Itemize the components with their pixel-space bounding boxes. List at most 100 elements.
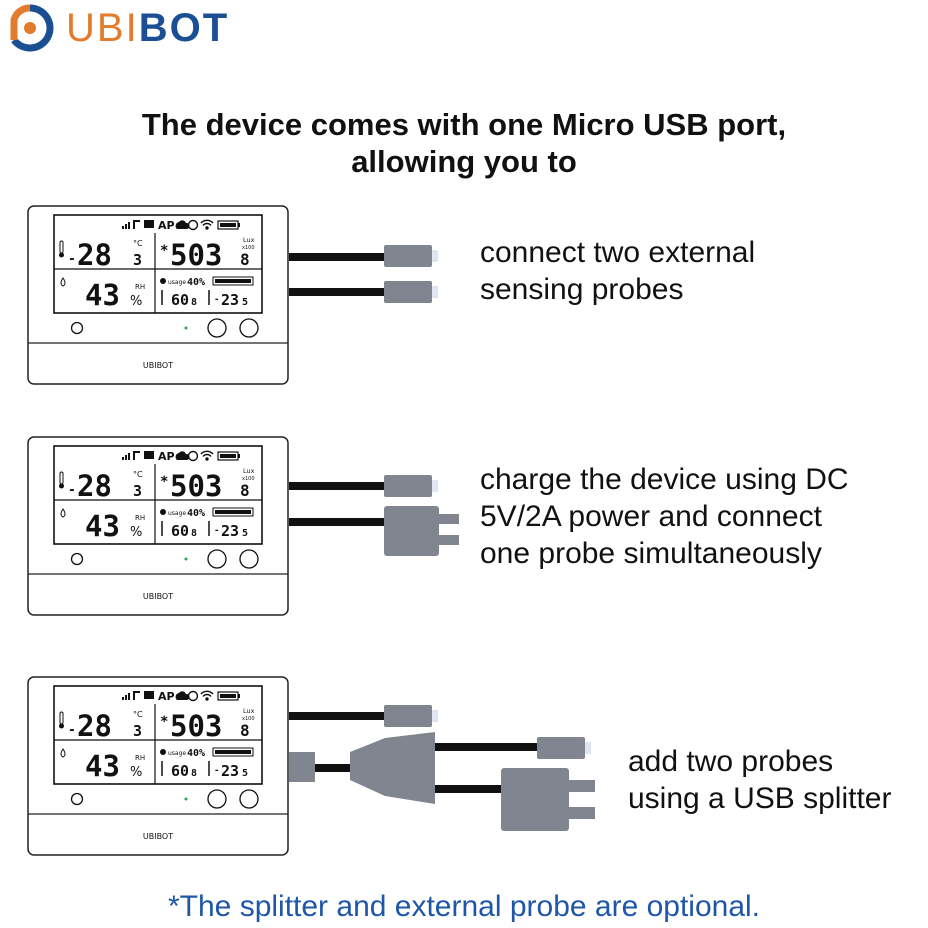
device-brand-label: UBIBOT [143, 832, 173, 841]
light-value: 503 [170, 709, 222, 743]
temp-sign: - [68, 723, 76, 738]
status-ap: AP [158, 450, 175, 463]
ubibot-device: AP - 28 °C 3 * 503 Lux x100 8 43 RH % [27, 676, 289, 856]
adapter-prong [439, 535, 459, 545]
function-button-1[interactable] [207, 549, 227, 569]
ext1-value: 60 [171, 291, 189, 309]
humidity-unit: % [130, 765, 142, 780]
cable-diagram [289, 705, 595, 831]
temp-sign: - [68, 483, 76, 498]
usage-bar [212, 507, 254, 517]
adapter-prong [439, 514, 459, 524]
headline-line-2: allowing you to [351, 144, 577, 179]
light-unit: Lux [243, 467, 255, 475]
ubibot-device: AP - 28 °C 3 * 503 Lux x100 8 43 RH % [27, 205, 289, 385]
device-brand-label: UBIBOT [143, 592, 173, 601]
humidity-value: 43 [85, 509, 120, 543]
ubibot-device: AP - 28 °C 3 * 503 Lux x100 8 43 RH % [27, 436, 289, 616]
power-button[interactable] [70, 321, 84, 335]
usage-label: usage [168, 510, 186, 517]
ext1-value: 60 [171, 522, 189, 540]
function-button-2[interactable] [239, 549, 259, 569]
ext1-decimal: 8 [191, 297, 197, 308]
cable [289, 518, 385, 526]
cable [315, 764, 350, 772]
power-button[interactable] [70, 552, 84, 566]
probe-tip [432, 710, 438, 722]
ext2-decimal: 5 [242, 768, 248, 779]
status-led [184, 557, 188, 561]
light-marker: * [160, 714, 168, 730]
humidity-drop-icon [60, 277, 66, 287]
caption-scene-1: connect two external sensing probes [480, 234, 755, 308]
function-button-1[interactable] [207, 318, 227, 338]
usage-label: usage [168, 279, 186, 286]
function-button-1[interactable] [207, 789, 227, 809]
usage-label: usage [168, 750, 186, 757]
wifi-icon [200, 690, 214, 701]
wifi-icon [200, 450, 214, 461]
humidity-value: 43 [85, 749, 120, 783]
lcd-screen [53, 214, 263, 314]
display-icon [144, 451, 154, 459]
clock-icon [160, 749, 166, 755]
battery-icon [217, 691, 240, 701]
humidity-unit: % [130, 294, 142, 309]
cable [435, 743, 538, 751]
temp-unit: °C [133, 710, 143, 719]
probe-block-prong [569, 807, 595, 819]
ext1-value: 60 [171, 762, 189, 780]
light-value: 503 [170, 238, 222, 272]
cable [435, 785, 503, 793]
ext2-value: 23 [221, 762, 239, 780]
caption-line: 5V/2A power and connect [480, 500, 822, 533]
temp-decimal: 3 [133, 722, 142, 740]
probe-connector [537, 737, 585, 759]
thermometer-icon [59, 711, 64, 729]
footnote: *The splitter and external probe are opt… [167, 890, 761, 923]
probe-tip [432, 286, 438, 298]
usage-value: 40% [187, 277, 205, 288]
status-ap: AP [158, 219, 175, 232]
display-icon [144, 691, 154, 699]
power-adapter-icon [384, 506, 439, 556]
probe-block-prong [569, 780, 595, 792]
caption-line: one probe simultaneously [480, 537, 822, 570]
scene-two-probes: AP - 28 °C 3 * 503 Lux x100 8 43 RH % [0, 205, 928, 385]
probe-tip [432, 480, 438, 492]
function-button-2[interactable] [239, 789, 259, 809]
caption-line: connect two external [480, 236, 756, 269]
light-multiplier: x100 [242, 245, 255, 251]
ubibot-logo-icon [10, 4, 54, 52]
cable [289, 288, 385, 296]
logo-text-bot: BOT [138, 6, 230, 50]
probe-connector [384, 281, 432, 303]
temp-decimal: 3 [133, 482, 142, 500]
probe-tip [585, 742, 591, 754]
temp-unit: °C [133, 470, 143, 479]
status-led [184, 797, 188, 801]
power-button[interactable] [70, 792, 84, 806]
ext1-decimal: 8 [191, 528, 197, 539]
sd-card-icon [133, 220, 140, 229]
wifi-icon [200, 219, 214, 230]
caption-scene-2: charge the device using DC 5V/2A power a… [480, 461, 849, 572]
ext2-value: 23 [221, 522, 239, 540]
humidity-label: RH [135, 754, 145, 762]
logo-wordmark: UBIBOT [66, 6, 229, 50]
usage-bar [212, 276, 254, 286]
light-decimal: 8 [240, 481, 250, 500]
thermometer-icon [59, 471, 64, 489]
temp-decimal: 3 [133, 251, 142, 269]
light-multiplier: x100 [242, 716, 255, 722]
status-ap: AP [158, 690, 175, 703]
signal-icon [122, 453, 130, 460]
caption-line: using a USB splitter [628, 782, 892, 815]
globe-icon [187, 219, 199, 231]
humidity-drop-icon [60, 508, 66, 518]
probe-tip [432, 250, 438, 262]
ext2-sign: - [214, 766, 219, 776]
globe-icon [187, 450, 199, 462]
function-button-2[interactable] [239, 318, 259, 338]
light-unit: Lux [243, 707, 255, 715]
